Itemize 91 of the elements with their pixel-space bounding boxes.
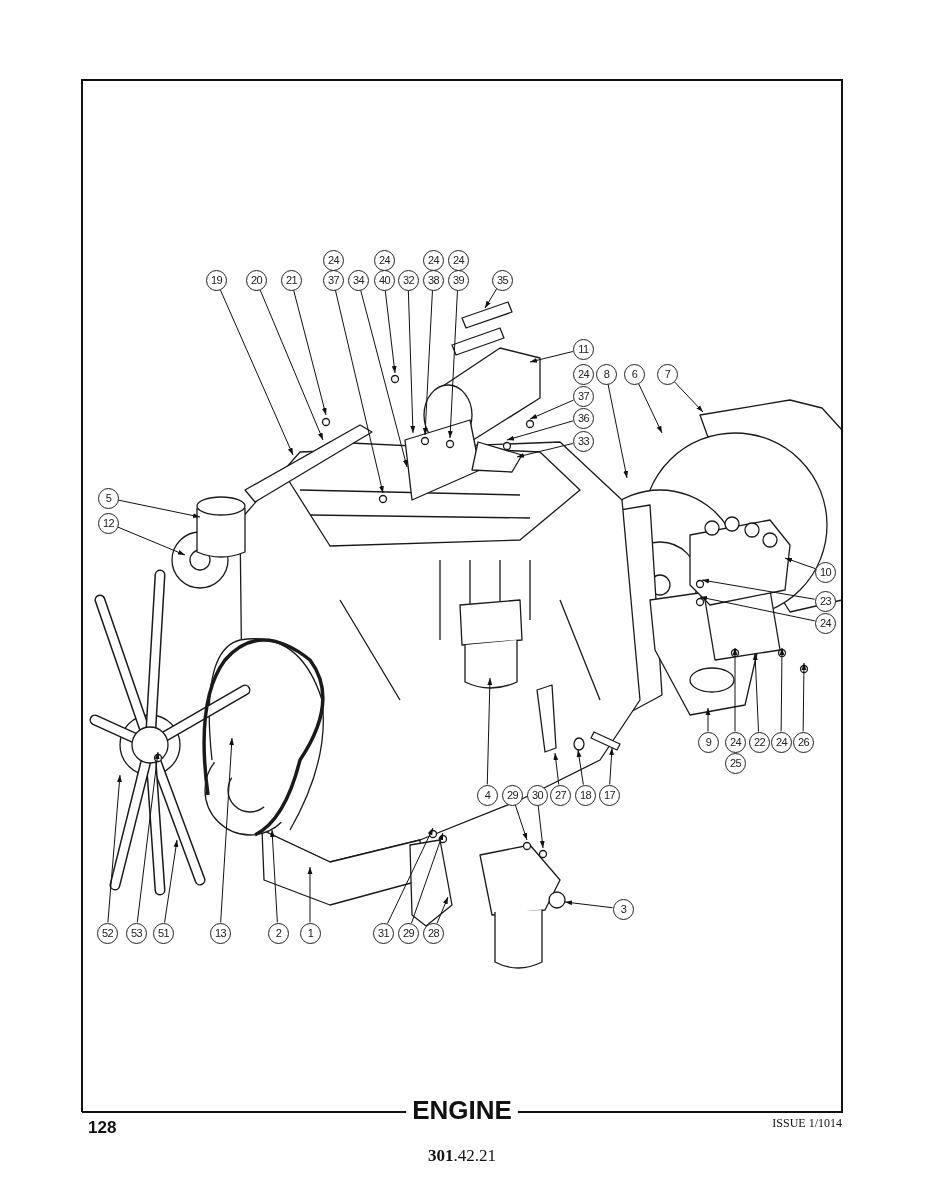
leader-line [407, 290, 416, 434]
leader-line [638, 383, 663, 434]
callout-number: 33 [573, 431, 594, 452]
leader-line [136, 751, 160, 924]
leader-line [387, 827, 434, 924]
leader-line [801, 662, 807, 732]
callout-number: 19 [206, 270, 227, 291]
callout-number: 3 [613, 899, 634, 920]
callout-number: 51 [153, 923, 174, 944]
leader-line [307, 866, 313, 923]
callout-number: 40 [374, 270, 395, 291]
callout-number: 29 [398, 923, 419, 944]
callout-number: 24 [573, 364, 594, 385]
callout-number: 28 [423, 923, 444, 944]
callout-number: 24 [323, 250, 344, 271]
callout-number: 12 [98, 513, 119, 534]
leader-line [564, 900, 614, 909]
callout-number: 8 [596, 364, 617, 385]
callout-number: 35 [492, 270, 513, 291]
callout-number: 9 [698, 732, 719, 753]
callout-number: 20 [246, 270, 267, 291]
leader-line [360, 289, 408, 468]
leader-line [384, 289, 397, 374]
leader-line [784, 557, 816, 570]
leader-line [436, 896, 449, 924]
callout-number: 17 [599, 785, 620, 806]
leader-line [447, 290, 458, 439]
part-number: 301.42.21 [428, 1146, 496, 1166]
callout-number: 34 [348, 270, 369, 291]
callout-number: 6 [624, 364, 645, 385]
callout-number: 24 [448, 250, 469, 271]
leader-line [334, 289, 384, 494]
leader-line [553, 752, 560, 786]
callout-number: 13 [210, 923, 231, 944]
leader-line [529, 351, 574, 363]
leader-line [486, 677, 493, 785]
leader-line [752, 652, 760, 732]
callout-number: 30 [527, 785, 548, 806]
leader-line [779, 647, 785, 732]
callout-number: 22 [749, 732, 770, 753]
leader-line [410, 832, 444, 924]
leader-line [529, 399, 574, 420]
leader-line [422, 290, 433, 436]
leader-line [117, 499, 201, 518]
callout-number: 21 [281, 270, 302, 291]
callout-number: 18 [575, 785, 596, 806]
callout-number: 24 [725, 732, 746, 753]
leader-line [609, 747, 614, 785]
callout-number: 24 [423, 250, 444, 271]
callout-number: 24 [815, 613, 836, 634]
callout-number: 25 [725, 753, 746, 774]
leader-line [537, 804, 545, 849]
leader-line [701, 578, 816, 600]
leader-line [705, 707, 711, 732]
callout-number: 36 [573, 408, 594, 429]
leader-line [673, 381, 704, 413]
callout-number: 24 [374, 250, 395, 271]
callout-number: 5 [98, 488, 119, 509]
callout-number: 2 [268, 923, 289, 944]
leader-line [484, 288, 498, 309]
issue-note: ISSUE 1/1014 [772, 1116, 842, 1131]
callout-number: 52 [97, 923, 118, 944]
leader-line [220, 737, 234, 923]
leader-line [107, 774, 122, 924]
callout-number: 11 [573, 339, 594, 360]
leader-line [117, 526, 186, 556]
leader-line [516, 442, 574, 458]
leader-line [607, 383, 628, 479]
callout-number: 24 [771, 732, 792, 753]
leader-line [293, 289, 327, 416]
callout-number: 7 [657, 364, 678, 385]
callout-number: 37 [573, 386, 594, 407]
leader-line [576, 749, 584, 786]
callout-number: 32 [398, 270, 419, 291]
page-number: 128 [88, 1118, 117, 1138]
leader-line [164, 839, 179, 924]
leader-line [506, 420, 574, 441]
callout-number: 27 [550, 785, 571, 806]
callout-number: 1 [300, 923, 321, 944]
callout-number: 37 [323, 270, 344, 291]
leader-line [269, 829, 278, 923]
callout-number: 26 [793, 732, 814, 753]
leader-line [514, 804, 528, 841]
callout-number: 31 [373, 923, 394, 944]
callout-number: 39 [448, 270, 469, 291]
callout-number: 38 [423, 270, 444, 291]
leader-line [732, 647, 738, 732]
leader-line [219, 289, 294, 456]
leader-line [699, 596, 816, 622]
leader-line [259, 289, 324, 441]
callout-number: 53 [126, 923, 147, 944]
